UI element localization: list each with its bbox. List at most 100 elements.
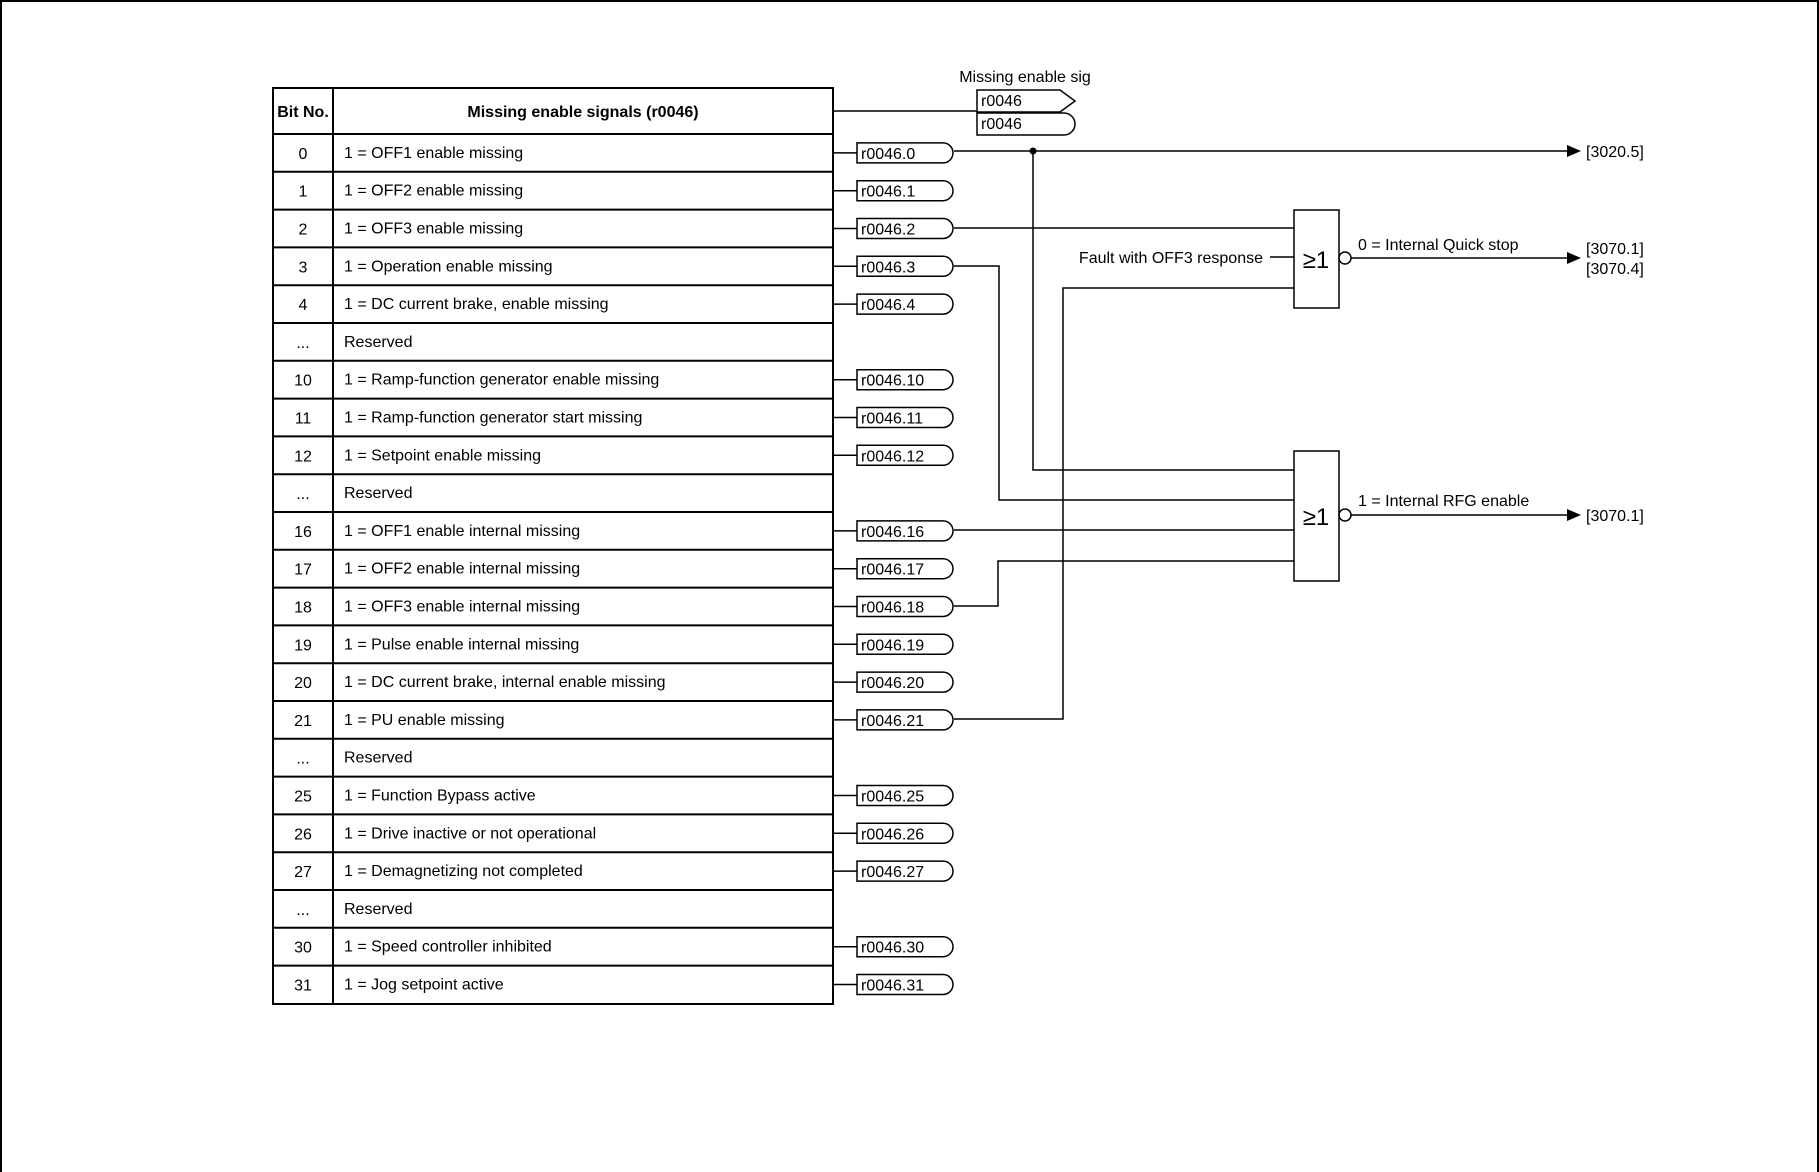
connector-label: r0046.2 [861, 222, 915, 239]
word-connector: Missing enable sig r0046 r0046 [833, 69, 1091, 136]
arrowhead-quick-stop [1567, 252, 1581, 264]
table-cell-description: 1 = DC current brake, internal enable mi… [344, 674, 666, 691]
table-header-title: Missing enable signals (r0046) [467, 104, 698, 121]
connector-shape [856, 179, 954, 202]
word-connector-top-shape [976, 89, 1077, 113]
table-cell-bit: ... [296, 486, 309, 503]
table-cell-bit: 10 [294, 373, 312, 390]
connector-shape [856, 293, 954, 315]
gate-symbol: ≥1 [1303, 247, 1330, 274]
connector-shape [856, 709, 954, 731]
connector-label: r0046.17 [861, 562, 924, 579]
connector-label: r0046.0 [861, 146, 915, 163]
connector-shape [856, 520, 954, 542]
line-bit21-to-qs-gate [954, 287, 1294, 720]
table-cell-bit: 12 [294, 448, 312, 465]
connector-label: r0046.10 [861, 373, 924, 390]
line-bit18-to-rfg-gate [954, 560, 1294, 607]
connector-shape [856, 557, 954, 580]
table-cell-description: 1 = OFF3 enable internal missing [344, 599, 580, 616]
inverter-bubble [1338, 508, 1352, 522]
connector-label: r0046.1 [861, 184, 915, 201]
connector-shape [856, 935, 954, 958]
word-connector-label: Missing enable sig [959, 69, 1091, 86]
connector-label: r0046.26 [861, 826, 924, 843]
table-cell-bit: 3 [299, 259, 308, 276]
table-cell-description: 1 = Jog setpoint active [344, 977, 504, 994]
signal-lines [954, 150, 1567, 720]
connector-shape [856, 860, 954, 882]
or-gate-rfg-enable: ≥1 [1293, 450, 1352, 582]
table-cell-description: Reserved [344, 901, 412, 918]
ref-3070-1-quick-stop: [3070.1] [1586, 241, 1644, 258]
connector-label: r0046.31 [861, 978, 924, 995]
table-cell-bit: 21 [294, 713, 312, 730]
connector-shape [856, 406, 954, 429]
table-cell-bit: 0 [299, 146, 308, 163]
table-cell-bit: ... [296, 751, 309, 768]
ref-3020-5: [3020.5] [1586, 144, 1644, 161]
line-bit3-to-rfg-gate [954, 265, 1294, 501]
table-cell-description: 1 = PU enable missing [344, 712, 505, 729]
table-cell-bit: 18 [294, 600, 312, 617]
table-cell-description: 1 = Pulse enable internal missing [344, 636, 579, 653]
connector-label: r0046.27 [861, 864, 924, 881]
table-cell-description: 1 = Demagnetizing not completed [344, 863, 583, 880]
connector-shape [856, 444, 954, 467]
table-cell-bit: 11 [295, 411, 312, 428]
table-cell-bit: 30 [294, 940, 312, 957]
table-cell-description: 1 = Ramp-function generator enable missi… [344, 372, 659, 389]
table-cell-bit: 16 [294, 524, 312, 541]
table-cell-bit: 25 [294, 789, 312, 806]
word-connector-bottom-shape [976, 112, 1076, 136]
connector-label: r0046.19 [861, 637, 924, 654]
connector-label: r0046.4 [861, 297, 915, 314]
table-cell-bit: 19 [294, 637, 312, 654]
connector-shape [856, 633, 954, 656]
ref-3070-1-rfg: [3070.1] [1586, 508, 1644, 525]
ref-3070-4-quick-stop: [3070.4] [1586, 261, 1644, 278]
table-cell-bit: 1 [299, 184, 308, 201]
connector-shape [856, 368, 954, 391]
table-cell-description: 1 = Function Bypass active [344, 788, 536, 805]
inverter-bubble [1338, 251, 1352, 265]
table-cell-description: 1 = OFF1 enable missing [344, 145, 523, 162]
connector-label: r0046.11 [861, 411, 923, 428]
connector-label: r0046.25 [861, 789, 924, 806]
table-cell-description: 1 = OFF2 enable missing [344, 183, 523, 200]
table-cell-description: 1 = Ramp-function generator start missin… [344, 410, 642, 427]
gate-box [1293, 209, 1340, 309]
table-rows: 0 1 = OFF1 enable missing r0046.0 1 1 = OFF2… [273, 142, 954, 996]
table-cell-description: Reserved [344, 485, 412, 502]
table-cell-bit: 2 [299, 222, 308, 239]
junction-dot [1029, 147, 1037, 155]
connector-label: r0046.20 [861, 675, 924, 692]
connector-label: r0046.18 [861, 600, 924, 617]
table-cell-bit: 27 [294, 864, 312, 881]
table-border [272, 87, 834, 1005]
connector-label: r0046.21 [861, 713, 924, 730]
connector-label: r0046.30 [861, 940, 924, 957]
table-cell-description: 1 = Speed controller inhibited [344, 939, 552, 956]
connector-label: r0046.12 [861, 448, 924, 465]
connector-shape [856, 822, 954, 845]
table-cell-bit: 17 [294, 562, 312, 579]
connector-shape [856, 784, 954, 807]
gate-box [1293, 450, 1340, 582]
table-cell-description: Reserved [344, 750, 412, 767]
table-cell-description: 1 = Operation enable missing [344, 258, 553, 275]
table-cell-bit: 26 [294, 826, 312, 843]
connector-shape [856, 595, 954, 618]
word-connector-bottom-text: r0046 [981, 116, 1022, 133]
quick-stop-output-label: 0 = Internal Quick stop [1358, 237, 1519, 254]
line-bit0-to-rfg-gate [1032, 151, 1294, 471]
table-cell-bit: 4 [299, 297, 308, 314]
table-cell-bit: ... [296, 335, 309, 352]
connector-shape [856, 255, 954, 278]
arrowhead-3020 [1567, 145, 1581, 157]
connector-shape [856, 142, 954, 164]
table-header-bit: Bit No. [277, 104, 329, 121]
fault-off3-label: Fault with OFF3 response [1079, 250, 1263, 267]
